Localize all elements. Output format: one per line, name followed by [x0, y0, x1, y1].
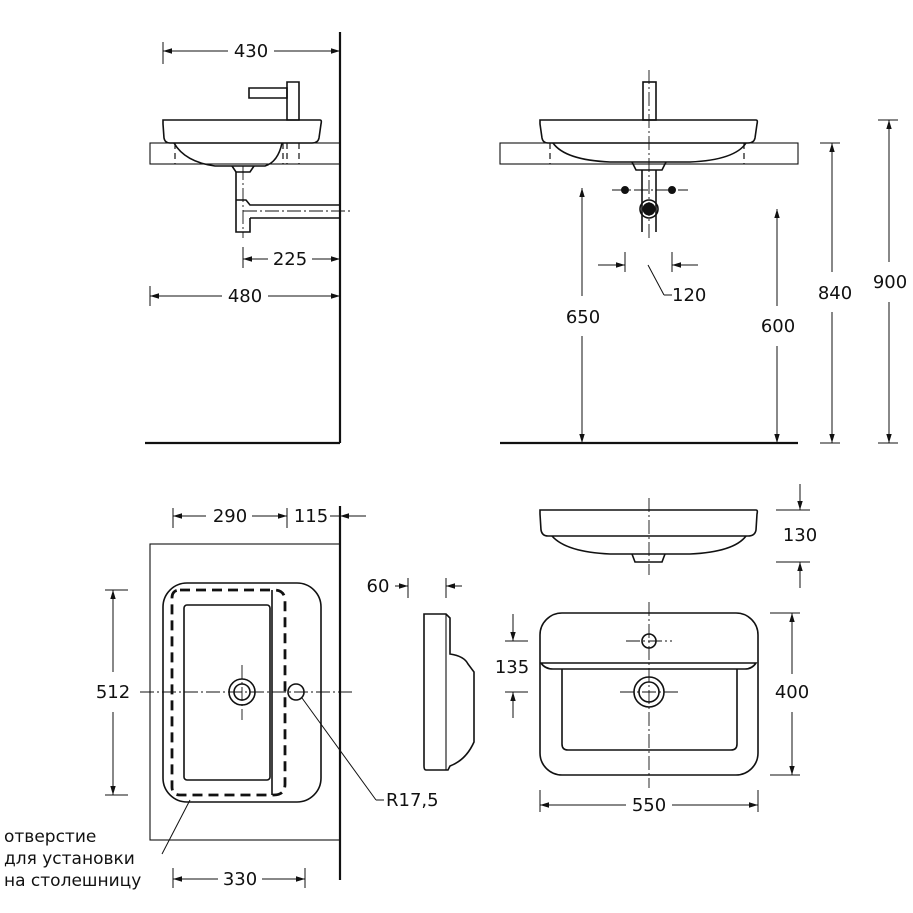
cutout-outline: [170, 588, 287, 797]
basin-bowl-elevation: [551, 535, 747, 555]
dim-side-width-label: 430: [234, 41, 268, 62]
drain-elevation: [631, 553, 666, 563]
dim-basin-depth: 400: [770, 612, 809, 776]
cutout-note: отверстие для установки на столешницу: [4, 799, 191, 891]
dim-counter-height: 840: [818, 142, 852, 444]
trap-arm-upper: [236, 199, 340, 206]
dim-waste-height: 650: [566, 188, 600, 443]
dim-side-width: 430: [162, 41, 340, 64]
dim-corner-radius-label: R17,5: [386, 790, 439, 811]
dim-cutout-depth: 290 115: [172, 506, 366, 528]
basin-shelf-top: [539, 662, 758, 670]
cutout-plan-view: 290 115 512 330 R17,5 отверстие: [4, 506, 439, 891]
basin-top-view: 135 400 550: [495, 602, 809, 816]
dim-trap-height-label: 600: [761, 316, 795, 337]
dim-basin-height-label: 130: [783, 525, 817, 546]
dim-cutout-width: 512: [96, 589, 130, 796]
note-line-2: для установки: [4, 849, 135, 869]
basin-bowl-front: [552, 142, 747, 163]
dim-side-depth: 480: [149, 286, 340, 307]
dim-basin-width: 550: [539, 790, 759, 816]
dim-basin-height: 130: [776, 484, 817, 588]
dim-cutout-depth-a-label: 290: [213, 506, 247, 527]
supply-point-right: [668, 186, 676, 194]
dim-trap-height: 600: [761, 209, 795, 443]
basin-rim-side: [162, 119, 323, 144]
dim-basin-depth-label: 400: [775, 682, 809, 703]
dim-drain-offset-label: 225: [273, 249, 307, 270]
note-line-1: отверстие: [4, 827, 96, 847]
dim-waste-height-label: 650: [566, 307, 600, 328]
basin-rim-front: [539, 119, 759, 144]
dim-supply-spacing: 120: [598, 252, 706, 306]
basin-rim-elevation: [539, 509, 759, 537]
basin-section: [423, 613, 475, 771]
dim-corner-radius: R17,5: [301, 697, 439, 811]
dim-bowl-rise: 135: [495, 614, 529, 718]
basin-elevation: 130: [539, 484, 817, 588]
dim-cutout-length: 330: [172, 868, 306, 890]
front-view: 120 650 600 840 900: [499, 70, 907, 445]
bowl-inner-top: [561, 669, 738, 751]
dim-drain-offset: 225: [242, 247, 340, 270]
section-view: 60: [367, 576, 475, 771]
faucet-body-side: [286, 81, 300, 121]
dim-rim-height-label: 900: [873, 272, 907, 293]
dim-rim-thickness: 60: [367, 576, 462, 598]
supply-point-left: [621, 186, 629, 194]
dim-cutout-width-label: 512: [96, 682, 130, 703]
dim-basin-width-label: 550: [632, 795, 666, 816]
countertop-side: [149, 142, 341, 165]
dim-cutout-depth-b-label: 115: [294, 506, 328, 527]
note-line-3: на столешницу: [4, 871, 141, 891]
bowl-inner-plan: [183, 604, 271, 781]
waste-outlet-core: [642, 202, 656, 216]
side-view: 430 225 480: [145, 32, 352, 445]
basin-outline-plan: [162, 582, 322, 803]
dim-side-depth-label: 480: [228, 286, 262, 307]
dim-bowl-rise-label: 135: [495, 657, 529, 678]
dim-rim-height: 900: [873, 119, 907, 444]
dim-supply-spacing-label: 120: [672, 285, 706, 306]
waste-outlet: [639, 199, 659, 219]
dim-counter-height-label: 840: [818, 283, 852, 304]
dim-cutout-length-label: 330: [223, 869, 257, 890]
faucet-lever-side: [248, 87, 288, 99]
basin-bowl-side: [173, 142, 283, 167]
dim-rim-thickness-label: 60: [367, 576, 390, 597]
faucet-front: [642, 81, 657, 121]
